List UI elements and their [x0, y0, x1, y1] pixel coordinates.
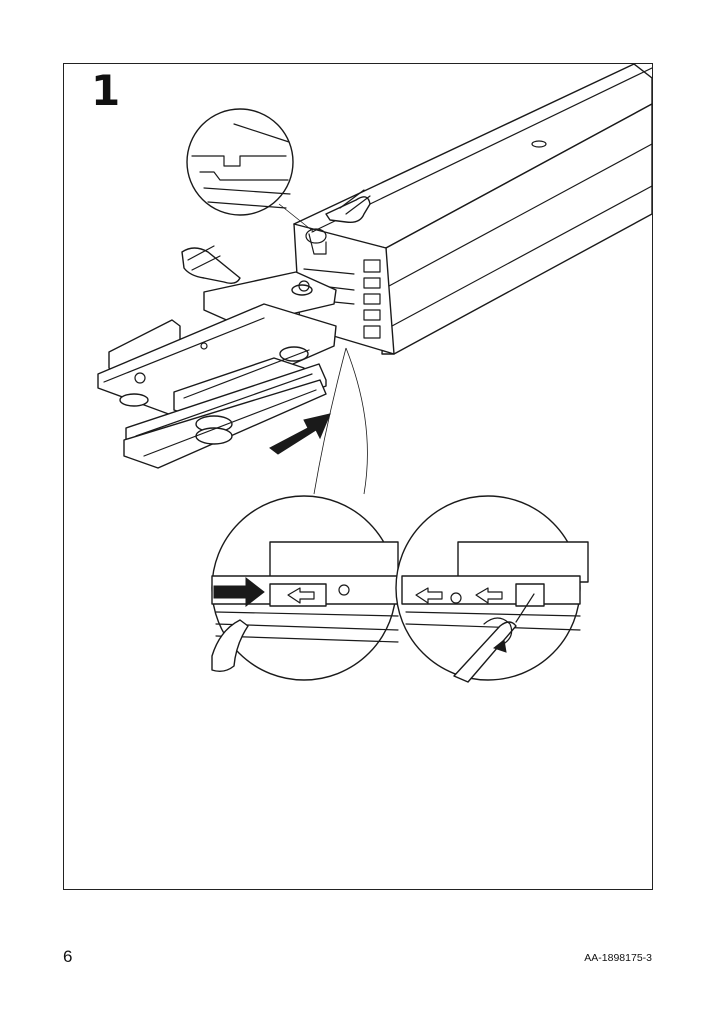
rotate-arrow-icon [483, 617, 513, 653]
detail-magnifier-left [211, 495, 399, 681]
track-rail [293, 64, 652, 355]
assembly-illustration [97, 64, 652, 683]
detail-magnifier-top [186, 108, 327, 244]
detail-magnifier-right [395, 495, 589, 683]
page-number: 6 [63, 947, 73, 966]
push-arrow-icon [269, 413, 331, 455]
document-code: AA-1898175-3 [584, 952, 652, 964]
pointing-hand-icon [181, 245, 241, 285]
instruction-frame: 1 [63, 63, 653, 890]
pointing-hand-icon [325, 189, 371, 224]
step-number: 1 [91, 66, 121, 115]
track-adapter [97, 271, 337, 469]
